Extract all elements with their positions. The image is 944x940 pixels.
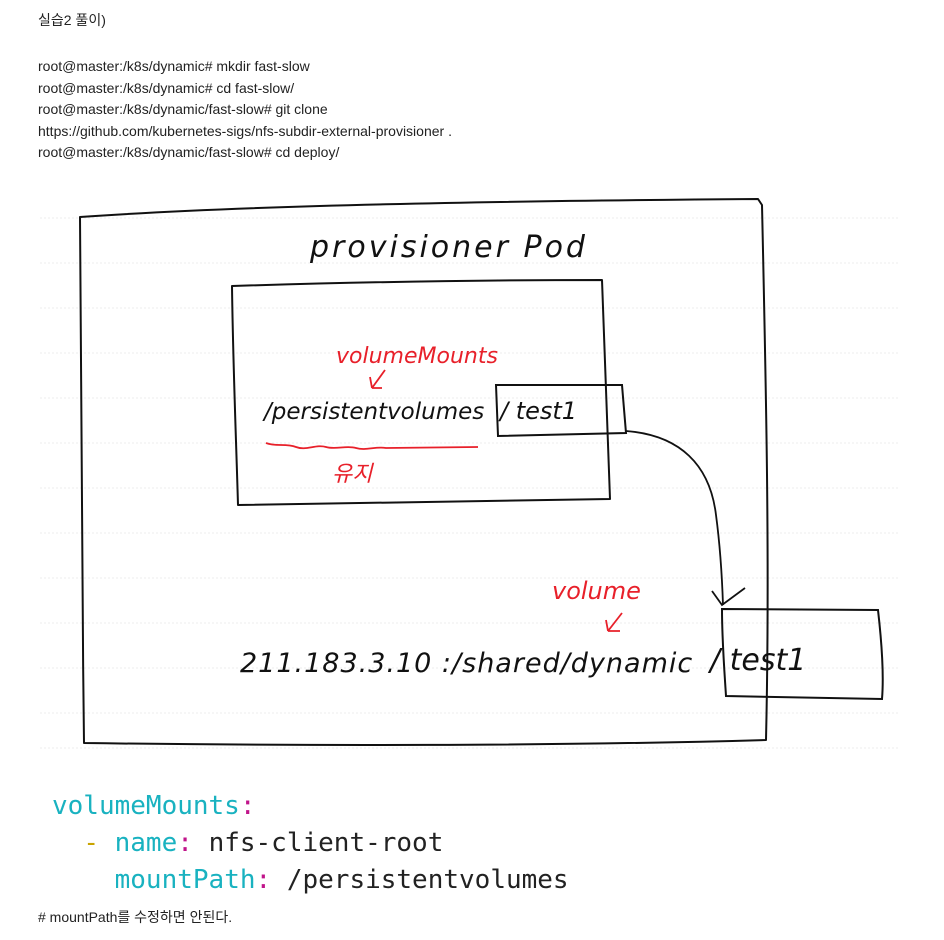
yaml-value: /persistentvolumes — [286, 865, 569, 895]
nfs-sub-label: / test1 — [707, 643, 806, 678]
command-line: https://github.com/kubernetes-sigs/nfs-s… — [38, 122, 452, 139]
yaml-line-mount-path: mountPath: /persistentvolumes — [52, 862, 569, 899]
volume-mounts-arrow — [369, 369, 386, 389]
command-line: root@master:/k8s/dynamic/fast-slow# cd d… — [38, 144, 340, 160]
page-title: 실습2 풀이) — [38, 12, 106, 28]
command-list: root@master:/k8s/dynamic# mkdir fast-slo… — [38, 56, 452, 164]
mount-sub-box — [494, 384, 628, 438]
container-box — [231, 279, 611, 506]
yaml-key: volumeMounts — [52, 791, 240, 821]
volume-mounts-label: volumeMounts — [336, 344, 498, 369]
yaml-key: name — [114, 828, 178, 858]
yaml-line-name: - name: nfs-client-root — [52, 825, 569, 862]
yaml-colon: : — [177, 828, 193, 858]
mount-link-curve — [625, 430, 724, 606]
nfs-path-label: 211.183.3.10 :/shared/dynamic — [240, 648, 693, 679]
nfs-sub-box — [720, 607, 884, 701]
diagram-canvas: provisioner Pod volumeMounts /persistent… — [40, 198, 900, 749]
mount-sub-label: / test1 — [498, 397, 577, 425]
keep-underline — [265, 442, 479, 450]
keep-label: 유지 — [332, 462, 374, 487]
mount-link-arrowhead — [711, 587, 746, 607]
yaml-snippet: volumeMounts: - name: nfs-client-root mo… — [52, 788, 569, 899]
volume-label: volume — [552, 577, 641, 605]
yaml-colon: : — [255, 865, 272, 895]
yaml-dash: - — [83, 828, 99, 858]
yaml-key: mountPath — [114, 865, 256, 895]
handdrawn-diagram: provisioner Pod volumeMounts /persistent… — [0, 185, 944, 765]
mount-path-label: /persistentvolumes — [262, 399, 484, 425]
yaml-line-volume-mounts: volumeMounts: — [52, 788, 569, 825]
yaml-colon: : — [239, 791, 256, 821]
footnote: # mountPath를 수정하면 안된다. — [38, 909, 233, 925]
command-line: root@master:/k8s/dynamic/fast-slow# git … — [38, 101, 328, 117]
yaml-value: nfs-client-root — [208, 828, 444, 858]
pod-outer-box — [79, 198, 769, 746]
pod-label: provisioner Pod — [309, 230, 588, 265]
faint-ruled-lines — [40, 217, 900, 749]
command-line: root@master:/k8s/dynamic# cd fast-slow/ — [38, 79, 295, 96]
volume-arrow — [605, 612, 623, 632]
command-line: root@master:/k8s/dynamic# mkdir fast-slo… — [38, 58, 310, 74]
